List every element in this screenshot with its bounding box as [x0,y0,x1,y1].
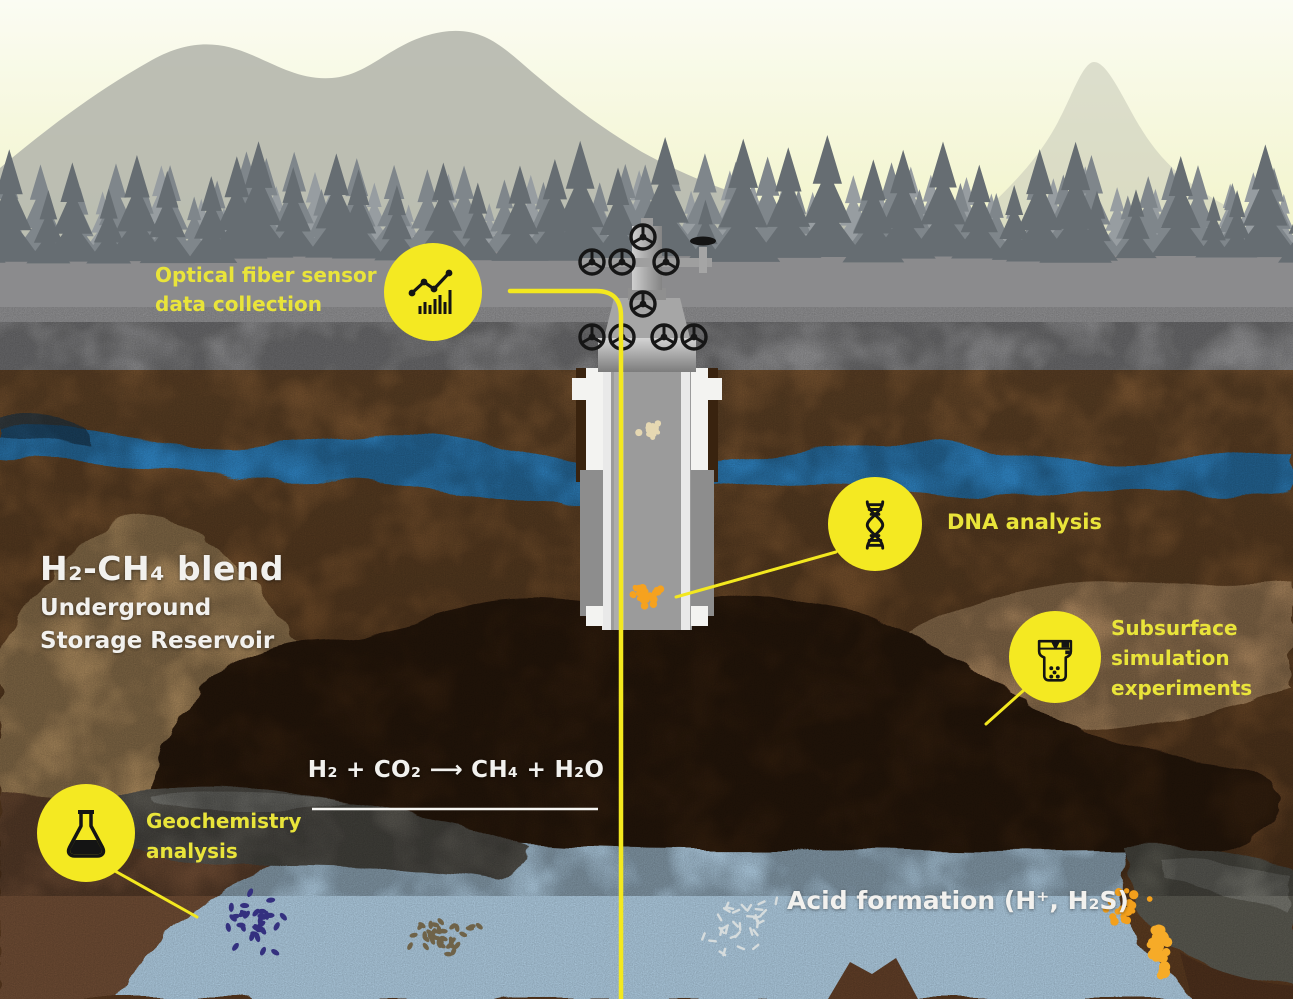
optical-fiber-label-line1: Optical fiber sensor [155,263,377,287]
subsurface-label-line1: Subsurface [1111,616,1238,640]
dna-connector-line [674,550,838,599]
subsurface-simulation-badge [1009,611,1101,703]
microbe-clusters [225,420,1173,980]
olive-microbe-cluster [407,918,483,957]
beige-microbes-in-well [635,420,662,441]
orange-dense-cluster [1146,924,1173,980]
geochem-connector-line [104,864,199,919]
optical-fiber-line [507,288,624,999]
dna-analysis-badge [828,477,922,571]
optical-fiber-badge [384,243,482,341]
geochemistry-label-line1: Geochemistry [146,809,302,833]
acid-formation-label: Acid formation (H⁺, H₂S) [787,886,1129,915]
subsurface-label-line3: experiments [1111,676,1253,700]
subsurface-label-line2: simulation [1111,646,1230,670]
tree-line [0,134,1293,264]
subsurface-simulation-label: Subsurface simulation experiments [1111,613,1252,703]
optical-fiber-label: Optical fiber sensor data collection [155,261,377,319]
orange-scatter-cluster [1102,888,1153,926]
reservoir-title: H₂-CH₄ blend [40,549,284,588]
reservoir-title-block: H₂-CH₄ blend Underground Storage Reservo… [40,549,284,654]
geochemistry-label-line2: analysis [146,839,238,863]
optical-fiber-label-line2: data collection [155,292,322,316]
reservoir-subtitle-line1: Underground [40,595,212,621]
subsurface-connector-line [984,688,1026,726]
geochemistry-label: Geochemistry analysis [146,806,301,866]
wellhead [578,218,716,372]
navy-microbe-cluster [225,888,287,956]
annotation-connectors [104,288,1026,999]
white-rod-microbe-cluster [701,896,779,957]
reservoir-subtitle-line2: Storage Reservoir [40,628,275,654]
dna-helix-icon [865,500,885,550]
geochemistry-badge [37,784,135,882]
reactor-vessel-icon [1037,639,1073,682]
dna-analysis-label: DNA analysis [947,510,1102,534]
erlenmeyer-flask-icon [66,810,106,858]
orange-microbes-in-well [629,583,665,610]
reaction-equation: H₂ + CO₂ ⟶ CH₄ + H₂O [307,757,605,783]
line-and-bar-chart-icon [408,269,453,314]
